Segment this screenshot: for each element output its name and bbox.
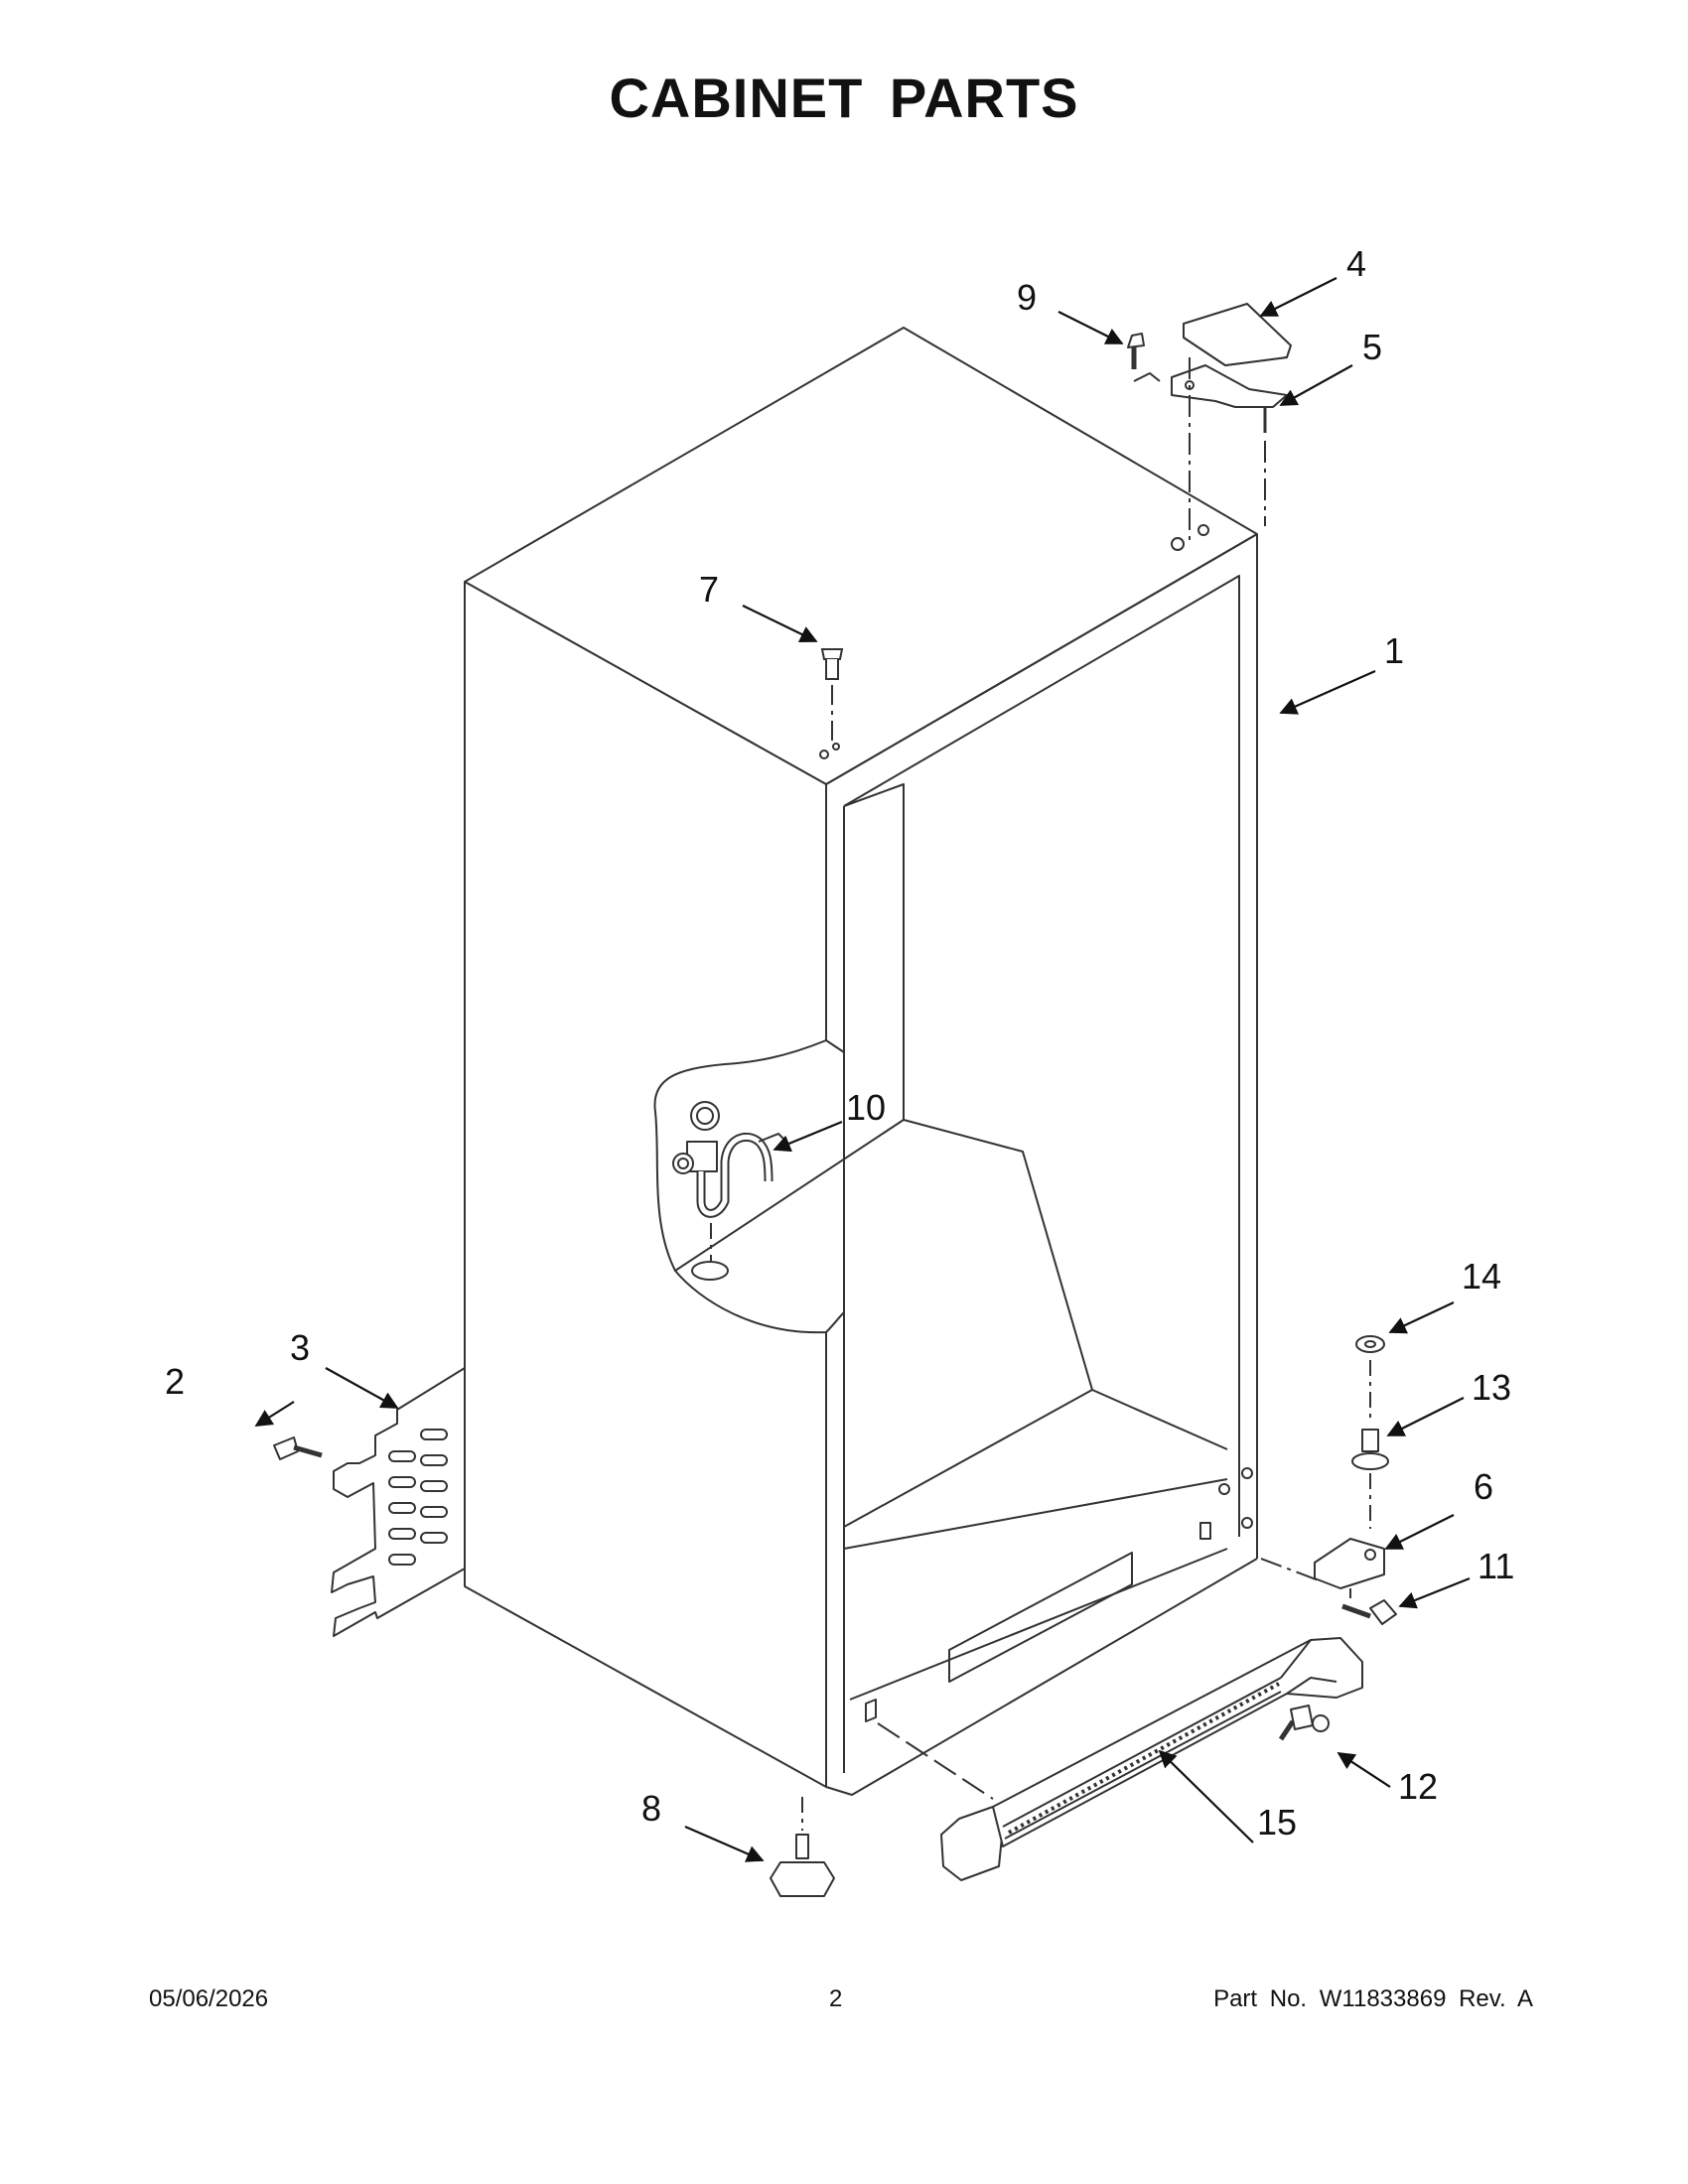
callout-1: 1 <box>1384 630 1404 671</box>
footer-part-number: Part No. W11833869 Rev. A <box>1213 1985 1533 2012</box>
washer <box>1355 1335 1385 1353</box>
callout-7: 7 <box>699 569 719 610</box>
top-plug-assembly <box>820 648 844 747</box>
top-hinge-assembly <box>1127 303 1292 546</box>
callout-10: 10 <box>846 1087 886 1128</box>
leveling-leg <box>770 1797 835 1897</box>
callout-6: 6 <box>1474 1466 1493 1507</box>
callout-11: 11 <box>1477 1546 1514 1586</box>
page-title: CABINET PARTS <box>609 67 1079 129</box>
hinge-screw <box>1369 1599 1397 1625</box>
hinge-pin <box>1361 1429 1379 1452</box>
leader-arrows <box>254 277 1471 1862</box>
footer-page-number: 2 <box>829 1985 843 2012</box>
callout-15: 15 <box>1257 1802 1297 1843</box>
callout-12: 12 <box>1398 1766 1438 1807</box>
callout-14: 14 <box>1462 1256 1501 1297</box>
panel-screw <box>273 1436 299 1460</box>
bottom-hinge <box>1314 1538 1385 1589</box>
grille-screw <box>1290 1705 1314 1730</box>
callout-13: 13 <box>1472 1367 1511 1408</box>
base-grille <box>877 1637 1363 1881</box>
callout-2: 2 <box>165 1361 185 1402</box>
cabinet <box>464 327 1258 1796</box>
callout-5: 5 <box>1362 327 1382 367</box>
footer-date: 05/06/2026 <box>149 1985 269 2012</box>
callout-9: 9 <box>1017 277 1037 318</box>
callout-8: 8 <box>641 1788 661 1829</box>
drain-cutaway <box>653 1039 905 1334</box>
bottom-hinge-assembly <box>1260 1335 1397 1625</box>
hinge-screw-head <box>1127 333 1145 348</box>
top-hinge <box>1171 364 1288 408</box>
callout-4: 4 <box>1346 243 1366 284</box>
callout-3: 3 <box>290 1327 310 1368</box>
callout-labels: 1 2 3 4 5 6 7 8 9 10 11 12 13 14 15 <box>165 243 1514 1843</box>
rear-access-panel <box>273 1367 466 1637</box>
